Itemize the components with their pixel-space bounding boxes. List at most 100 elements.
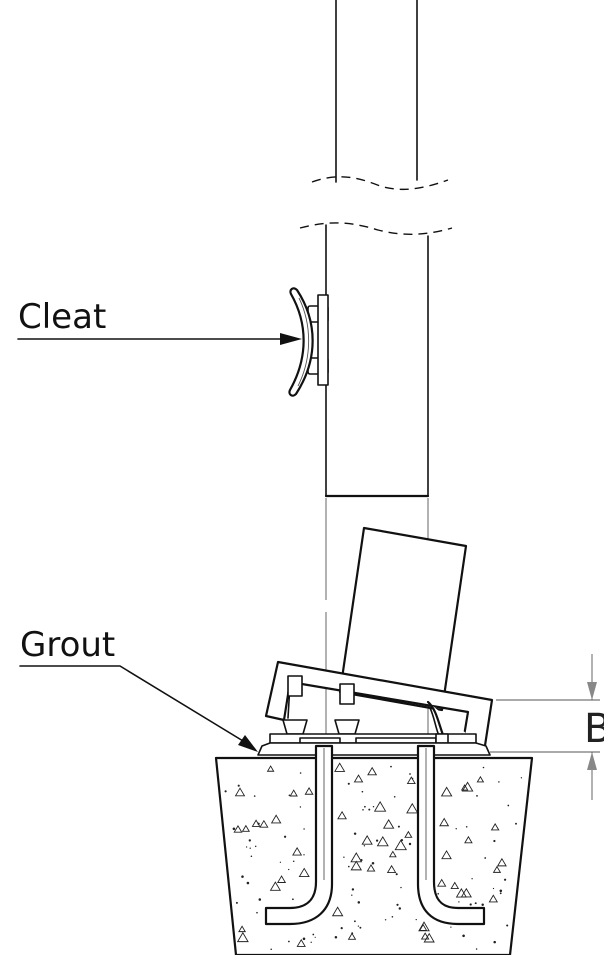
aggregate-triangle	[439, 817, 450, 827]
aggregate-triangle	[406, 776, 416, 784]
dimension-arrow-bottom	[587, 752, 597, 770]
aggregate-dot	[408, 842, 412, 846]
aggregate-dot	[368, 808, 371, 811]
aggregate-triangle	[276, 875, 287, 883]
anchor-bolt-right	[416, 744, 486, 926]
aggregate-triangle	[241, 824, 251, 832]
aggregate-dot	[493, 839, 496, 843]
aggregate-dot	[455, 828, 457, 830]
aggregate-triangle	[270, 814, 282, 824]
aggregate-dot	[299, 806, 302, 808]
aggregate-triangle	[331, 906, 344, 917]
aggregate-triangle	[292, 846, 303, 856]
aggregate-dot	[235, 901, 238, 904]
aggregate-triangle	[367, 766, 378, 776]
aggregate-dot	[299, 772, 302, 774]
callout-grout: Grout	[19, 625, 258, 752]
aggregate-dot	[361, 790, 364, 793]
aggregate-triangle	[259, 819, 269, 828]
dimension-label: B	[584, 706, 604, 752]
aggregate-triangle	[373, 801, 387, 812]
aggregate-dot	[499, 889, 503, 893]
aggregate-triangle	[488, 894, 499, 903]
aggregate-dot	[391, 915, 394, 918]
aggregate-dot	[292, 898, 294, 901]
aggregate-dot	[506, 924, 509, 927]
aggregate-triangle	[496, 857, 507, 867]
aggregate-dot	[471, 878, 473, 880]
aggregate-triangle	[350, 860, 363, 871]
cleat-arrowhead	[280, 333, 302, 345]
aggregate-dot	[241, 875, 244, 878]
tilted-pole	[338, 526, 468, 712]
aggregate-dot	[288, 940, 290, 943]
aggregate-dot	[393, 796, 396, 798]
aggregate-dot	[364, 805, 366, 808]
aggregate-dot	[359, 926, 362, 929]
aggregate-dot	[469, 903, 472, 906]
aggregate-dot	[437, 892, 440, 895]
aggregate-triangle	[334, 762, 346, 772]
aggregate-dot	[245, 846, 248, 848]
aggregate-triangle	[337, 810, 347, 820]
aggregate-triangle	[298, 867, 310, 878]
aggregate-dot	[250, 855, 253, 858]
aggregate-triangle	[233, 824, 243, 833]
aggregate-dot	[409, 773, 411, 775]
aggregate-triangle	[234, 787, 246, 797]
aggregate-triangle	[361, 835, 373, 845]
aggregate-dot	[312, 933, 315, 936]
aggregate-triangle	[353, 774, 364, 783]
aggregate-dot	[288, 868, 290, 871]
aggregate-triangle	[464, 835, 473, 844]
aggregate-dot	[482, 766, 485, 769]
aggregate-dot	[353, 920, 356, 923]
aggregate-dot	[340, 927, 343, 930]
aggregate-dot	[351, 894, 353, 896]
cleat	[288, 287, 329, 397]
aggregate-triangle	[437, 878, 447, 887]
aggregate-dot	[292, 860, 295, 862]
break-line-bottom	[299, 222, 453, 235]
callout-cleat: Cleat	[17, 297, 302, 345]
aggregate-dot	[256, 911, 258, 914]
aggregate-dot	[375, 839, 379, 842]
aggregate-dot	[481, 903, 484, 906]
aggregate-dot	[484, 857, 487, 859]
aggregate-triangle	[266, 765, 275, 772]
pole-upper	[299, 0, 453, 235]
aggregate-triangle	[461, 781, 474, 792]
aggregate-dot	[415, 918, 417, 921]
aggregate-dot	[390, 765, 392, 768]
aggregate-dot	[357, 901, 361, 904]
anchor-bolt-left	[264, 744, 334, 926]
dimension-b: B	[490, 654, 604, 800]
aggregate-dot	[246, 881, 250, 885]
aggregate-triangle	[450, 881, 460, 889]
aggregate-triangle	[386, 864, 397, 873]
aggregate-dot	[475, 948, 478, 950]
aggregate-dot	[279, 861, 282, 863]
aggregate-triangle	[269, 881, 282, 891]
concrete-foundation	[214, 756, 534, 955]
grout-arrowhead	[238, 735, 258, 752]
aggregate-dot	[314, 936, 316, 938]
aggregate-triangle	[366, 864, 376, 872]
aggregate-dot	[384, 919, 387, 921]
aggregate-dot	[237, 784, 240, 787]
aggregate-dot	[283, 835, 287, 838]
aggregate-triangle	[382, 818, 395, 829]
aggregate-dot	[474, 902, 477, 905]
aggregate-dot	[303, 828, 305, 830]
aggregate-dot	[253, 795, 256, 797]
aggregate-dot	[362, 809, 364, 811]
aggregate-dot	[504, 878, 507, 881]
aggregate-dot	[515, 822, 517, 825]
aggregate-dot	[499, 892, 502, 895]
aggregate-dot	[348, 865, 350, 868]
aggregate-dot	[397, 825, 400, 828]
aggregate-triangle	[236, 931, 249, 943]
aggregate-triangle	[394, 839, 408, 851]
aggregate-dot	[232, 827, 236, 831]
